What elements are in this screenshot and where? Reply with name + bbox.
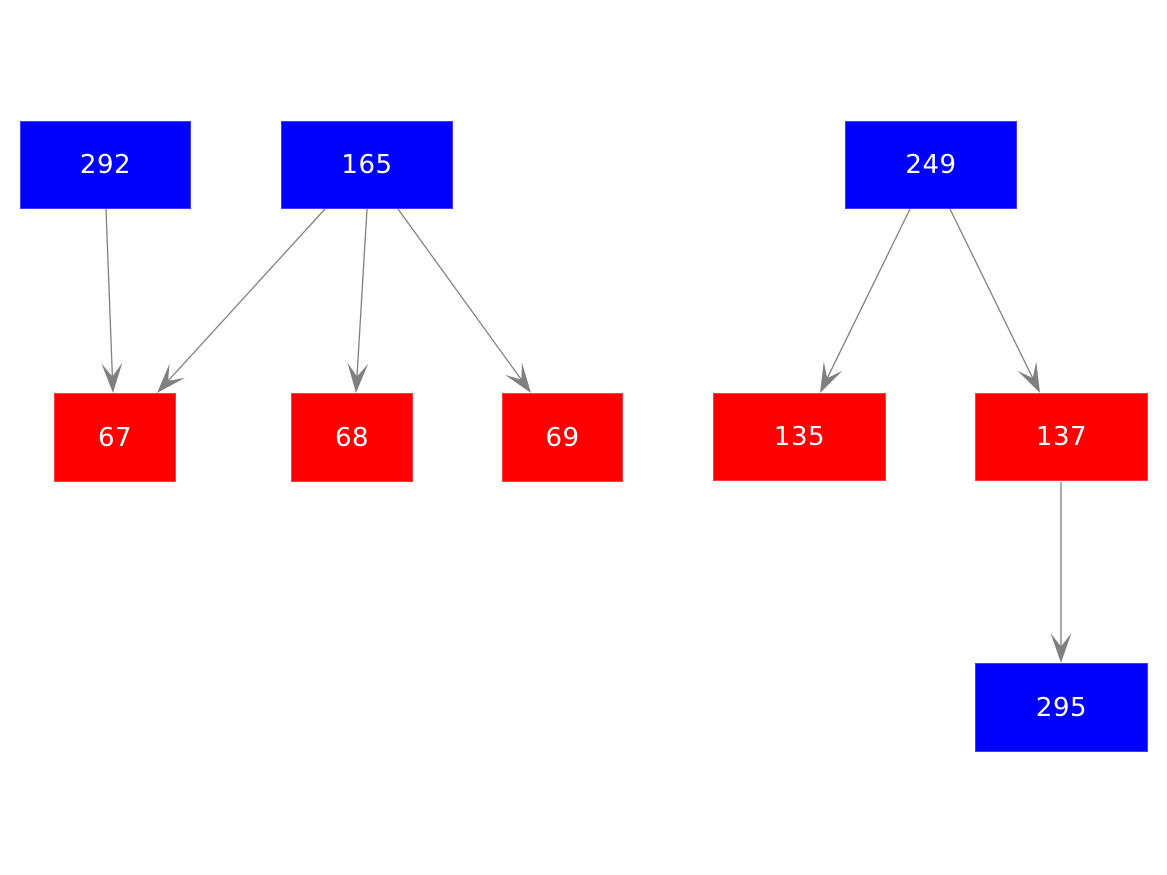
edge-165-67 — [167, 208, 326, 382]
node-label: 68 — [334, 422, 370, 453]
node-165: 165 — [281, 121, 453, 209]
node-69: 69 — [502, 393, 623, 482]
arrowhead-165-68 — [347, 362, 369, 393]
edge-292-67 — [105, 208, 114, 377]
edge-249-135 — [826, 208, 911, 379]
edge-249-137 — [949, 208, 1034, 379]
node-137: 137 — [975, 393, 1148, 481]
node-label: 137 — [1035, 422, 1088, 452]
node-label: 295 — [1035, 692, 1088, 723]
node-label: 165 — [341, 150, 393, 180]
arrowhead-137-295 — [1050, 633, 1072, 663]
arrowhead-165-67 — [157, 363, 185, 393]
node-label: 67 — [97, 422, 133, 453]
node-68: 68 — [291, 393, 413, 482]
node-249: 249 — [845, 121, 1017, 209]
node-295: 295 — [975, 663, 1148, 752]
node-label: 249 — [905, 150, 957, 180]
arrowhead-165-69 — [504, 362, 531, 393]
node-label: 135 — [773, 422, 826, 452]
node-135: 135 — [713, 393, 886, 481]
arrowhead-249-135 — [820, 361, 843, 393]
node-label: 69 — [545, 422, 580, 453]
node-label: 292 — [79, 150, 132, 180]
node-67: 67 — [54, 393, 176, 482]
arrowhead-249-137 — [1017, 361, 1040, 393]
arrowhead-292-67 — [101, 362, 123, 393]
node-292: 292 — [20, 121, 191, 209]
edge-165-69 — [397, 208, 522, 381]
edge-165-68 — [356, 208, 368, 377]
